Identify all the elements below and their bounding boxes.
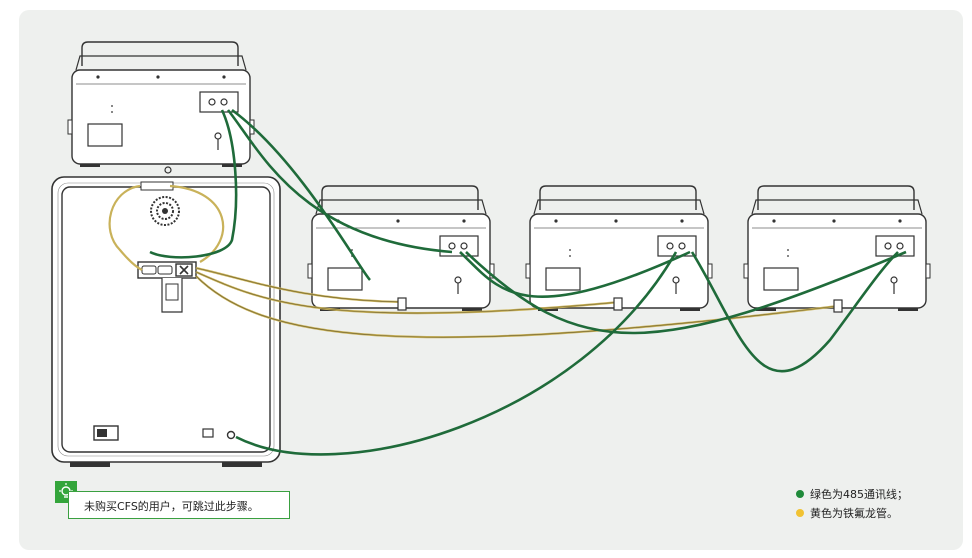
skip-note-text: 未购买CFS的用户，可跳过此步骤。	[84, 500, 259, 513]
cfs-unit-1	[307, 185, 495, 312]
legend-item-485: 绿色为485通讯线；	[796, 484, 908, 503]
legend-item-ptfe: 黄色为铁氟龙管。	[796, 503, 908, 522]
skip-note: 未购买CFS的用户，可跳过此步骤。	[68, 491, 290, 519]
legend: 绿色为485通讯线； 黄色为铁氟龙管。	[796, 484, 908, 522]
yellow-dot-icon	[796, 508, 804, 517]
legend-label-yellow: 黄色为铁氟龙管。	[810, 506, 898, 520]
cfs-unit-3	[743, 185, 931, 312]
legend-label-green: 绿色为485通讯线；	[810, 487, 908, 501]
cfs-unit-2	[525, 185, 713, 312]
cfs-unit-top	[67, 41, 255, 168]
printer-body	[51, 166, 281, 467]
485-cables	[149, 108, 907, 456]
green-dot-icon	[796, 489, 804, 498]
